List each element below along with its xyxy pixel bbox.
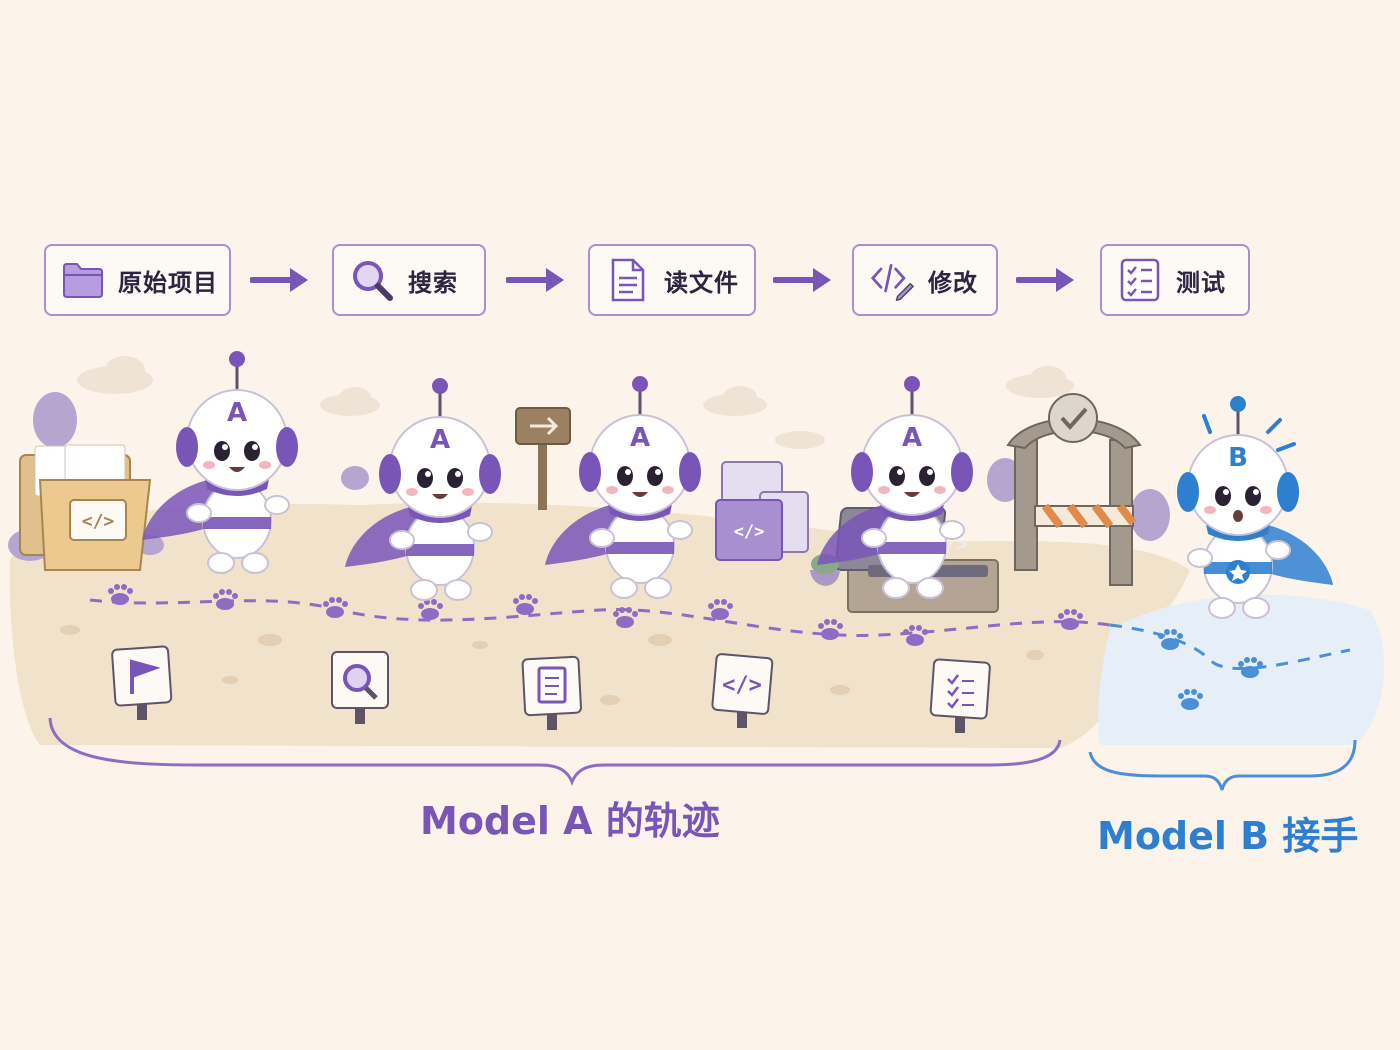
step-test: 测试 bbox=[1100, 244, 1250, 316]
robot-a-3: A bbox=[545, 376, 701, 599]
flag-sign-icon bbox=[111, 645, 173, 720]
background-clouds bbox=[77, 356, 1074, 449]
svg-text:A: A bbox=[630, 423, 650, 453]
svg-text:B: B bbox=[1228, 443, 1248, 473]
svg-text:</>: </> bbox=[734, 522, 765, 542]
signpost-prop bbox=[515, 407, 571, 510]
robots-group: A A A A B bbox=[142, 351, 1333, 619]
step-read-file: 读文件 bbox=[588, 244, 756, 316]
trail-model-b bbox=[1109, 623, 1351, 671]
robot-a-1: A bbox=[142, 351, 298, 574]
checklist-icon bbox=[1118, 258, 1162, 302]
model-a-caption: Model A 的轨迹 bbox=[420, 799, 720, 843]
code-sign-icon: </> bbox=[711, 653, 774, 728]
pebbles bbox=[60, 625, 1044, 705]
trail-model-a bbox=[89, 598, 1111, 637]
model-b-caption: Model B 接手 bbox=[1097, 814, 1359, 858]
model-b-brace bbox=[1088, 739, 1357, 791]
svg-text:A: A bbox=[430, 425, 450, 455]
robot-b-5: B bbox=[1177, 396, 1333, 619]
document-sign-icon bbox=[521, 655, 582, 730]
arrow-right-icon bbox=[1016, 268, 1074, 292]
model-a-brace bbox=[48, 717, 1062, 787]
arrow-right-icon bbox=[506, 268, 564, 292]
svg-text:</>: </> bbox=[722, 673, 762, 698]
folder-icon bbox=[62, 258, 104, 302]
magnifier-icon bbox=[350, 258, 394, 302]
svg-text:A: A bbox=[902, 423, 922, 453]
folder-prop: </> bbox=[19, 444, 152, 571]
document-icon bbox=[606, 258, 650, 302]
step-label: 读文件 bbox=[664, 268, 739, 297]
code-windows-prop: </> bbox=[715, 461, 809, 561]
arrow-right-icon bbox=[250, 268, 308, 292]
step-original-project: 原始项目 bbox=[44, 244, 231, 316]
robot-a-4: A bbox=[817, 376, 973, 599]
step-modify: 修改 bbox=[852, 244, 998, 316]
step-label: 修改 bbox=[928, 268, 978, 297]
code-edit-icon bbox=[870, 258, 914, 302]
svg-text:A: A bbox=[227, 398, 247, 428]
arrow-right-icon bbox=[773, 268, 831, 292]
trail-signs: </> bbox=[111, 645, 991, 733]
robot-a-2: A bbox=[345, 378, 501, 601]
checklist-sign-icon bbox=[929, 658, 991, 733]
magnifier-sign-icon bbox=[331, 651, 389, 724]
step-label: 搜索 bbox=[408, 268, 458, 297]
test-gate-prop bbox=[1006, 393, 1142, 586]
step-search: 搜索 bbox=[332, 244, 486, 316]
step-label: 原始项目 bbox=[118, 268, 218, 297]
svg-text:</>: </> bbox=[82, 511, 115, 532]
step-label: 测试 bbox=[1176, 268, 1226, 297]
